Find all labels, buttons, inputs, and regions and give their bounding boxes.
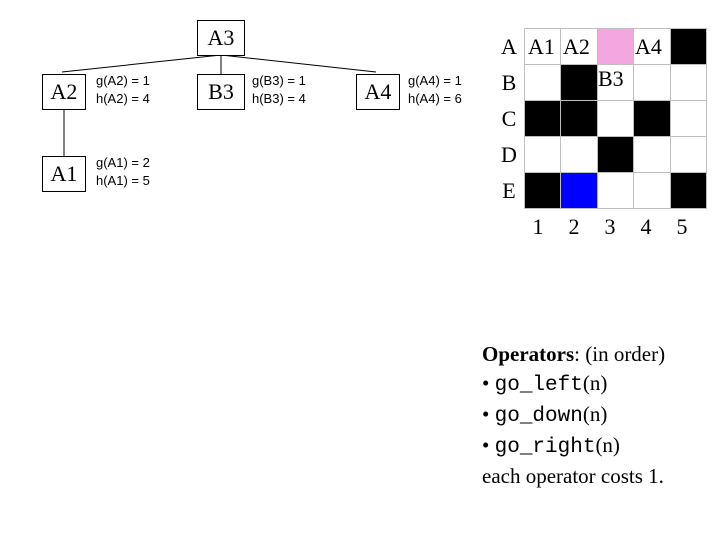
grid-cell-e2 (560, 172, 598, 209)
cell-label-a1: A1 (528, 34, 555, 59)
grid-cell-c3 (596, 100, 635, 137)
operator-arg: (n) (582, 402, 608, 426)
grid-cell-e5 (669, 172, 707, 209)
row-label-c: C (501, 106, 517, 131)
bullet: • (482, 402, 490, 426)
grid-cell-e1 (524, 172, 562, 209)
operators-heading-line: Operators: (in order) (482, 340, 665, 369)
grid-cell-c1 (524, 100, 562, 137)
a4-g-value: g(A4) = 1 (408, 73, 462, 88)
maze-grid (524, 28, 707, 209)
grid-cell-c2 (560, 100, 598, 137)
operator-item: • go_down(n) (482, 400, 665, 431)
operator-name: go_down (494, 405, 583, 428)
grid-cell-a5 (669, 28, 707, 65)
tree-node-a1: A1 (42, 156, 86, 192)
operator-cost-note: each operator costs 1. (482, 464, 664, 488)
grid-cell-b4 (633, 64, 671, 101)
a2-h-value: h(A2) = 4 (96, 91, 150, 106)
a2-costs: g(A2) = 1 h(A2) = 4 (96, 72, 150, 108)
a4-costs: g(A4) = 1 h(A4) = 6 (408, 72, 462, 108)
col-label-3: 3 (604, 214, 616, 239)
grid-cell-e4 (633, 172, 671, 209)
grid-cell-d3 (596, 136, 635, 173)
a1-g-value: g(A1) = 2 (96, 155, 150, 170)
col-label-4: 4 (640, 214, 652, 239)
col-label-1: 1 (532, 214, 544, 239)
row-label-e: E (502, 178, 516, 203)
b3-costs: g(B3) = 1 h(B3) = 4 (252, 72, 306, 108)
operator-arg: (n) (582, 371, 608, 395)
grid-cell-d4 (633, 136, 671, 173)
cell-label-a2: A2 (563, 34, 590, 59)
b3-g-value: g(B3) = 1 (252, 73, 306, 88)
b3-h-value: h(B3) = 4 (252, 91, 306, 106)
operators-box: Operators: (in order) • go_left(n) • go_… (482, 340, 665, 491)
col-label-5: 5 (676, 214, 688, 239)
operator-item: • go_left(n) (482, 369, 665, 400)
grid-cell-a3 (596, 28, 635, 65)
a1-h-value: h(A1) = 5 (96, 173, 150, 188)
tree-node-a4: A4 (356, 74, 400, 110)
grid-cell-d5 (669, 136, 707, 173)
a4-h-value: h(A4) = 6 (408, 91, 462, 106)
grid-cell-b5 (669, 64, 707, 101)
operators-heading: Operators (482, 342, 575, 366)
grid-cell-b1 (524, 64, 562, 101)
grid-cell-d2 (560, 136, 598, 173)
edge-a3-a2 (61, 54, 222, 73)
bullet: • (482, 371, 490, 395)
grid-cell-c4 (633, 100, 671, 137)
grid-cell-d1 (524, 136, 562, 173)
grid-cell-a4 (633, 28, 671, 65)
row-label-d: D (501, 142, 517, 167)
tree-node-a2: A2 (42, 74, 86, 110)
operators-heading-suffix: : (in order) (574, 342, 666, 366)
operator-name: go_left (494, 374, 583, 397)
operator-name: go_right (494, 436, 596, 459)
bullet: • (482, 433, 490, 457)
row-label-b: B (501, 70, 517, 95)
grid-cell-c5 (669, 100, 707, 137)
col-label-2: 2 (568, 214, 580, 239)
row-label-a: A (501, 34, 517, 59)
edge-a3-a4 (220, 54, 377, 73)
grid-cell-a2 (560, 28, 598, 65)
cell-label-b3: B3 (598, 66, 624, 91)
operator-arg: (n) (595, 433, 620, 457)
grid-cell-e3 (596, 172, 635, 209)
grid-cell-a1 (524, 28, 562, 65)
tree-node-a3: A3 (197, 20, 245, 56)
operator-item: • go_right(n) (482, 431, 665, 462)
grid-cell-b2 (560, 64, 598, 101)
a1-costs: g(A1) = 2 h(A1) = 5 (96, 154, 150, 190)
tree-node-b3: B3 (197, 74, 245, 110)
cell-label-a4: A4 (635, 34, 662, 59)
a2-g-value: g(A2) = 1 (96, 73, 150, 88)
